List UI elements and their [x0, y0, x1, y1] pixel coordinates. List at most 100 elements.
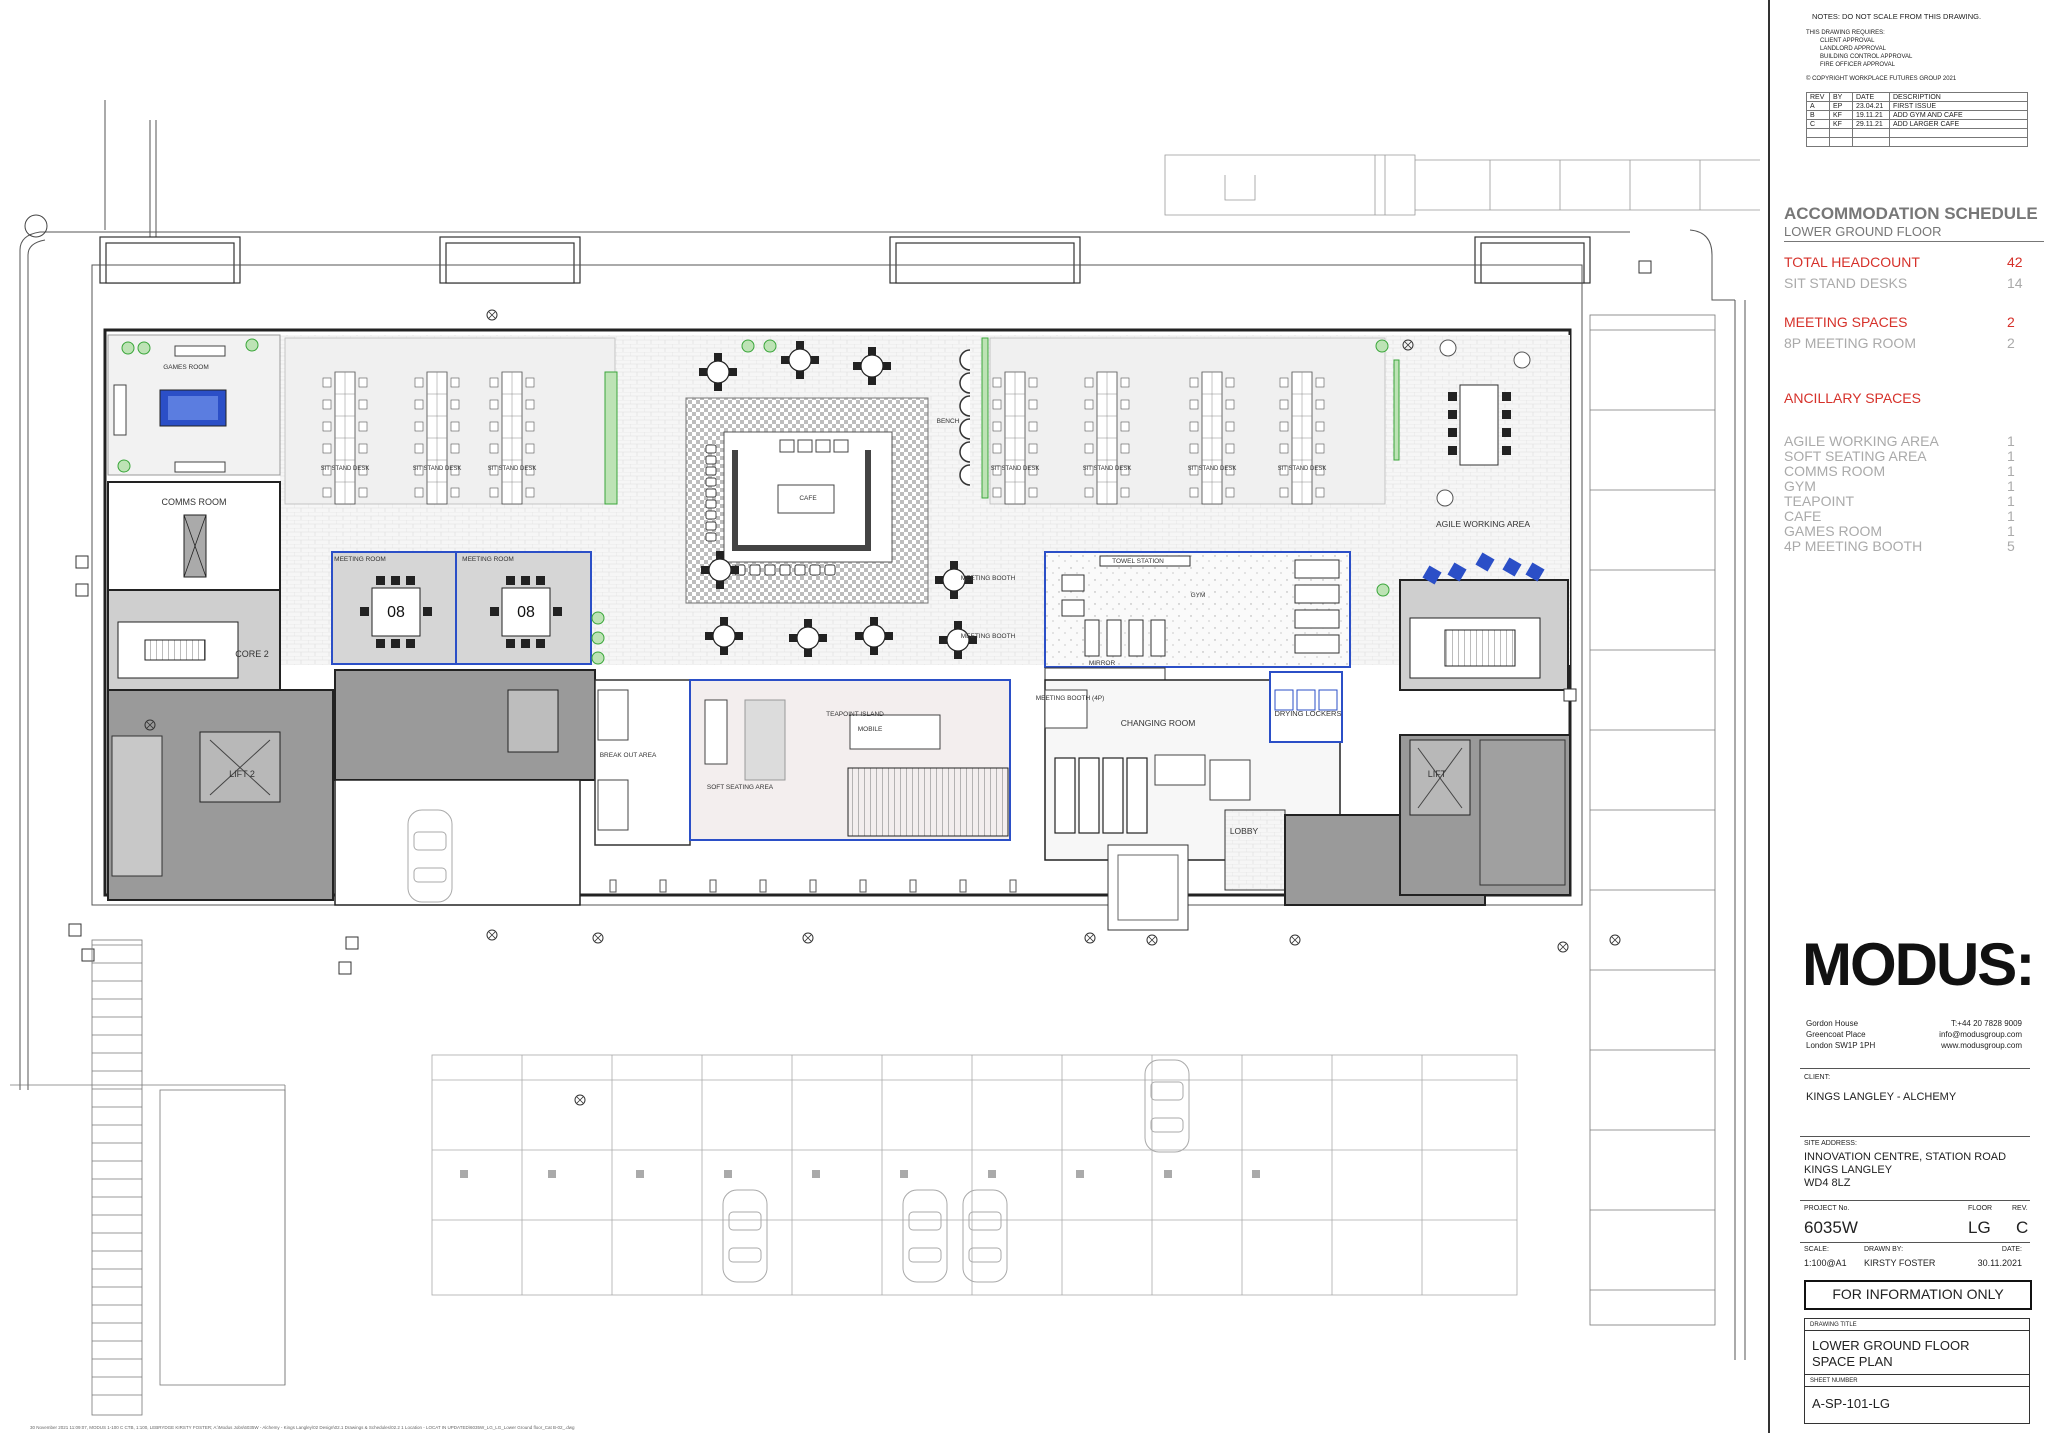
desk-chair [1279, 443, 1289, 454]
column-marker [1557, 941, 1569, 953]
table-chair [883, 362, 891, 370]
rev-header: REV [1806, 92, 1830, 102]
stool [764, 564, 776, 576]
column-marker [574, 1094, 586, 1106]
round-table [706, 360, 730, 384]
bollard [1076, 1170, 1084, 1178]
divider [1800, 1068, 2030, 1069]
ancillary-value: 5 [2007, 538, 2015, 554]
desk-label: SIT STAND DESK [1188, 466, 1237, 472]
column-marker [802, 932, 814, 944]
rev-value: C [2016, 1218, 2029, 1237]
bench-press [1128, 619, 1144, 657]
locker [1274, 689, 1294, 711]
cafe-unit [815, 439, 831, 453]
ramp-right [1589, 314, 1716, 1326]
cafe-counter [732, 450, 871, 551]
stool [705, 444, 717, 454]
bollard [709, 879, 717, 893]
table-chair [950, 561, 958, 569]
address-line: Gordon House [1806, 1019, 1859, 1028]
column-marker [592, 932, 604, 944]
desk-chair [1028, 399, 1038, 410]
floor-label: FLOOR [1968, 1205, 1993, 1212]
cafe-unit [797, 439, 813, 453]
round-table [862, 624, 886, 648]
sheet-label: SHEET NUMBER [1810, 1378, 1858, 1384]
bollard [959, 879, 967, 893]
drawn-label: DRAWN BY: [1864, 1246, 1904, 1253]
agile-chair [1448, 428, 1457, 437]
desk-label: SIT STAND DESK [1083, 466, 1132, 472]
desk-chair [1084, 421, 1094, 432]
meeting-chair [536, 639, 545, 648]
stool [749, 564, 761, 576]
planter-mid [981, 337, 989, 499]
column-marker [1402, 339, 1414, 351]
drawing-title-label: DRAWING TITLE [1810, 1322, 1857, 1328]
column-box [68, 923, 82, 937]
note-item-4: FIRE OFFICER APPROVAL [1820, 62, 1895, 68]
label-core2: CORE 2 [235, 649, 269, 659]
site-line: KINGS LANGLEY [1804, 1164, 1893, 1176]
ancillary-label: COMMS ROOM [1784, 463, 1886, 479]
plant [591, 631, 605, 645]
booth-seat [959, 372, 971, 394]
project-no: 6035W [1804, 1218, 1858, 1237]
drawing-title-line: SPACE PLAN [1812, 1354, 1893, 1369]
date-cell: 19.11.21 [1852, 110, 1890, 120]
table-chair [796, 371, 804, 379]
table-chair [950, 591, 958, 599]
meeting-chair [360, 607, 369, 616]
desk-chair [450, 421, 460, 432]
ancillary-label: AGILE WORKING AREA [1784, 433, 1939, 449]
meeting-table-2 [501, 587, 551, 637]
locker [1296, 689, 1316, 711]
desk-chair [1279, 399, 1289, 410]
divider [1804, 1374, 2030, 1375]
desk-chair [358, 377, 368, 388]
drawing-title-box [1804, 1318, 2030, 1424]
desk-chair [414, 443, 424, 454]
shower-cubicle [1054, 757, 1076, 834]
sit-stand-label: SIT STAND DESKS [1784, 275, 1908, 291]
plant [137, 341, 151, 355]
teapoint-island [849, 714, 941, 750]
booth-seat [959, 349, 971, 371]
ancillary-label: GAMES ROOM [1784, 523, 1883, 539]
note-item-1: CLIENT APPROVAL [1820, 38, 1875, 44]
round-table [708, 558, 732, 582]
desk-chair [450, 399, 460, 410]
table-chair [716, 551, 724, 559]
agile-chair [1502, 392, 1511, 401]
date-header: DATE [1852, 92, 1890, 102]
cafe-unit [779, 439, 795, 453]
table-chair [954, 621, 962, 629]
desk-chair [414, 487, 424, 498]
meeting-chair [406, 639, 415, 648]
shower-cubicle [1102, 757, 1124, 834]
table-chair [868, 377, 876, 385]
by-cell: KF [1829, 110, 1853, 120]
treadmill [1294, 634, 1340, 654]
desk-chair [322, 421, 332, 432]
desk-chair [1225, 465, 1235, 476]
desk-chair [992, 487, 1002, 498]
car [962, 1189, 1008, 1283]
sheet-number: A-SP-101-LG [1812, 1396, 1891, 1411]
table-chair [855, 632, 863, 640]
treadmill [1294, 559, 1340, 579]
parasol [1436, 489, 1454, 507]
site-line: WD4 8LZ [1804, 1177, 1851, 1189]
booth-seat [959, 441, 971, 463]
desk-chair [1315, 443, 1325, 454]
desk-label: SIT STAND DESK [321, 466, 370, 472]
desk-chair [1084, 443, 1094, 454]
plant [741, 339, 755, 353]
meeting-chair [406, 576, 415, 585]
table-chair [720, 647, 728, 655]
bollard [759, 879, 767, 893]
table-chair [853, 362, 861, 370]
round-tables [699, 341, 977, 659]
